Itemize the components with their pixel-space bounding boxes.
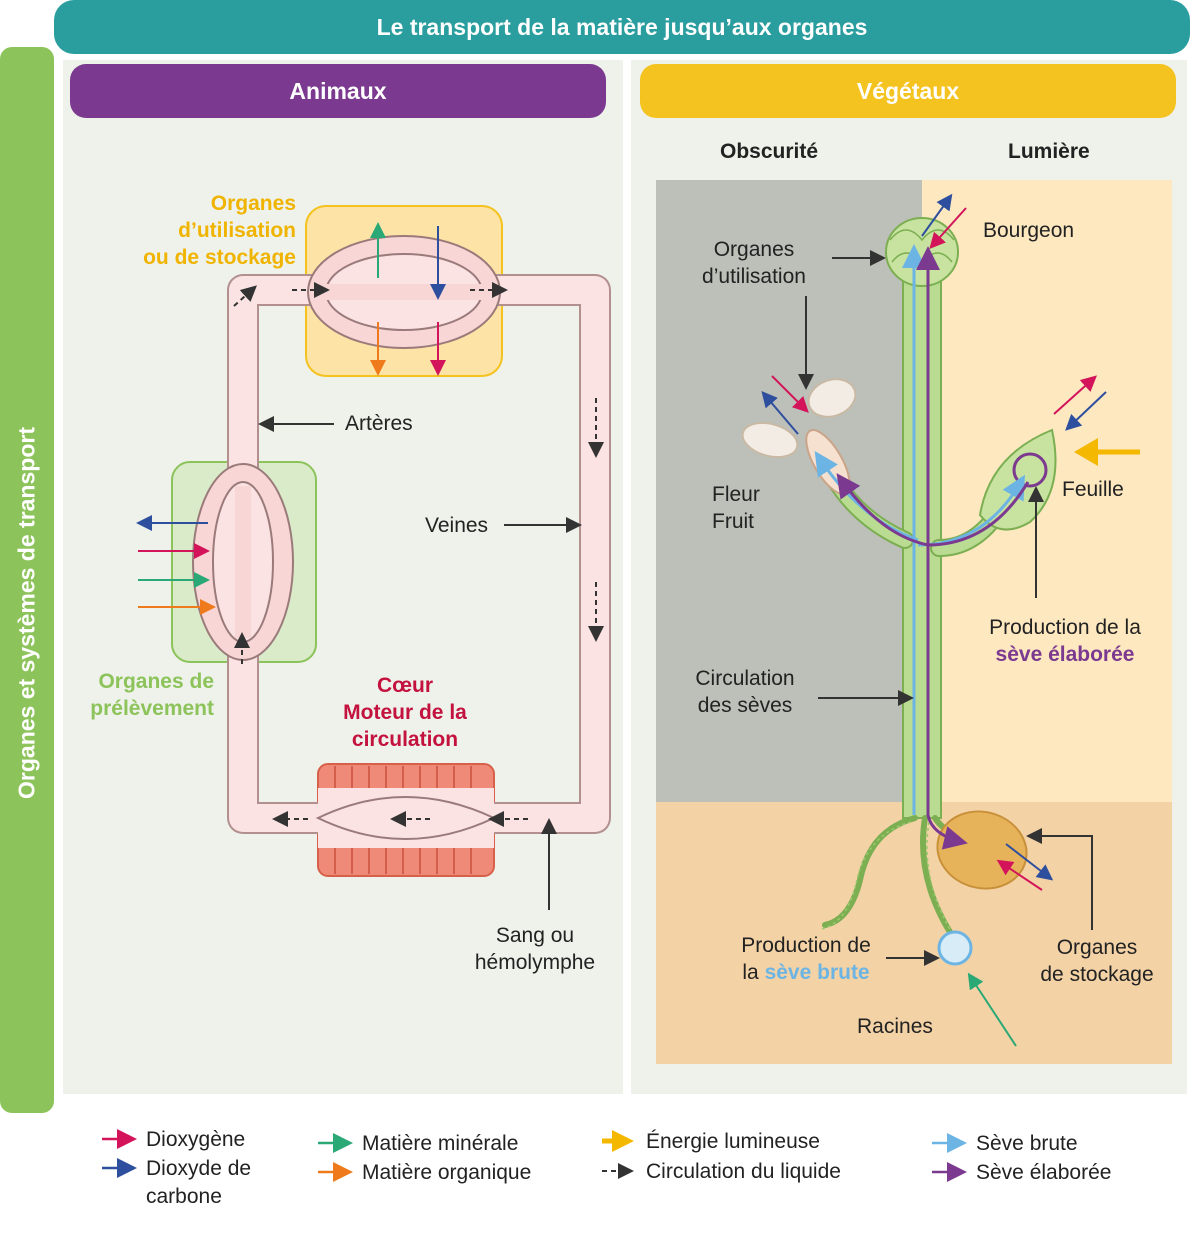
legend-energy: Énergie lumineuse xyxy=(646,1130,820,1153)
section-plants: Végétaux xyxy=(640,64,1176,118)
label-heart: Cœur Moteur de la circulation xyxy=(343,674,467,751)
label-intake-organs: Organes de prélèvement xyxy=(90,670,214,720)
label-darkness: Obscurité xyxy=(720,140,819,163)
label-elaborated-sap-production: Production de la sève élaborée xyxy=(989,616,1141,666)
legend-oxygen: Dioxygène xyxy=(146,1128,246,1151)
legend-flow: Circulation du liquide xyxy=(646,1160,841,1183)
legend-organic: Matière organique xyxy=(362,1161,532,1184)
label-blood: Sang ou hémolymphe xyxy=(474,924,596,974)
label-bud: Bourgeon xyxy=(983,219,1075,242)
label-raw-sap-production: Production de la sève brute xyxy=(741,934,871,984)
plant-diagram xyxy=(656,180,1172,1064)
label-arteries: Artères xyxy=(345,412,413,435)
label-leaf: Feuille xyxy=(1062,478,1124,501)
label-sap-circulation: Circulation des sèves xyxy=(695,667,795,717)
label-veins: Veines xyxy=(425,514,489,537)
legend-raw-sap: Sève brute xyxy=(976,1132,1078,1155)
label-plant-use-organs: Organes d’utilisation xyxy=(702,238,806,288)
label-flower-fruit: Fleur Fruit xyxy=(712,483,760,533)
label-roots: Racines xyxy=(857,1015,933,1038)
side-label-bar: Organes et systèmes de transport xyxy=(0,47,54,1113)
section-animals: Animaux xyxy=(70,64,606,118)
panel-divider xyxy=(623,60,631,1094)
legend-mineral: Matière minérale xyxy=(362,1132,519,1155)
label-light: Lumière xyxy=(1008,140,1090,163)
label-storage-organs: Organes de stockage xyxy=(1040,936,1154,986)
legend-elaborated-sap: Sève élaborée xyxy=(976,1161,1112,1184)
page-title: Le transport de la matière jusqu’aux org… xyxy=(54,0,1190,54)
label-use-organs: Organes d’utilisation ou de stockage xyxy=(143,192,296,269)
legend-symbols xyxy=(102,1129,967,1182)
animal-circulation xyxy=(136,205,611,910)
legend-co2: Dioxyde de carbone xyxy=(146,1157,252,1208)
